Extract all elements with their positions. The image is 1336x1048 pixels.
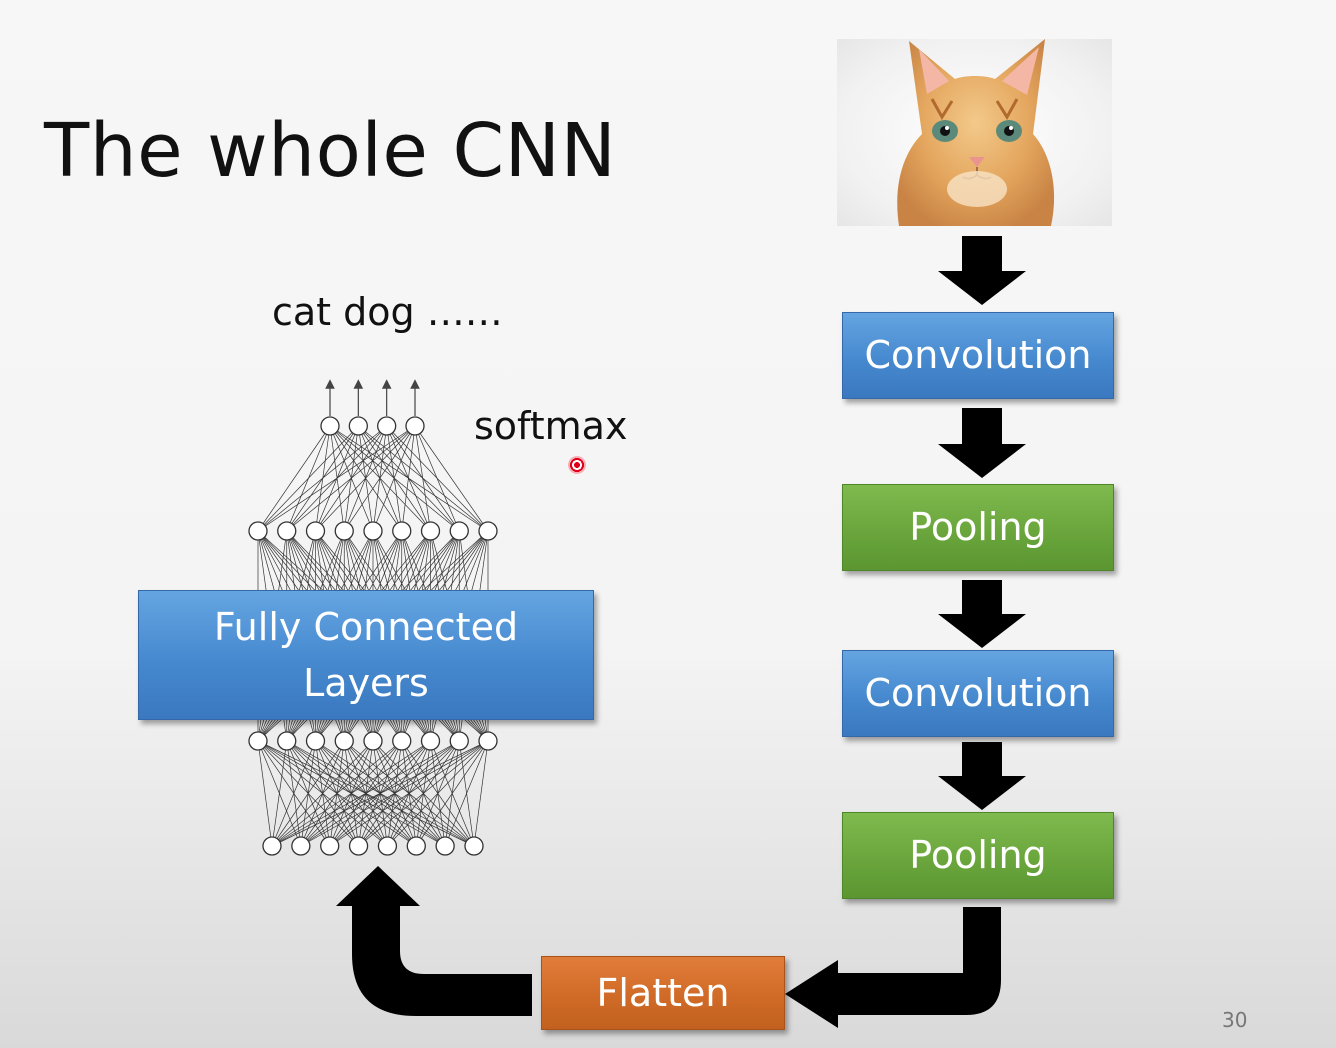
neuron-node	[377, 836, 398, 856]
down-arrow	[938, 580, 1026, 648]
neuron-node	[334, 521, 354, 541]
down-arrow	[938, 742, 1026, 810]
connection-edge	[257, 740, 273, 847]
neuron-node	[392, 731, 412, 751]
fc-label-line2: Layers	[303, 661, 429, 705]
connection-edge	[343, 425, 416, 532]
connection-edge	[271, 740, 316, 847]
neuron-node	[449, 731, 469, 751]
neuron-node	[320, 416, 340, 436]
connection-edge	[444, 740, 489, 847]
connection-edge	[257, 425, 387, 532]
neuron-node	[392, 521, 412, 541]
laser-pointer-dot	[568, 456, 586, 474]
connection-edge	[271, 740, 288, 847]
connection-edge	[271, 740, 374, 847]
slide-number: 30	[1222, 1008, 1248, 1032]
flatten-box: Flatten	[541, 956, 785, 1030]
connection-edge	[257, 425, 416, 532]
fully-connected-layers-box: Fully Connected Layers	[138, 590, 594, 720]
neuron-node	[478, 521, 498, 541]
neuron-node	[348, 836, 369, 856]
neuron-node	[305, 521, 326, 541]
neuron-node	[420, 731, 441, 751]
neuron-node	[435, 836, 455, 856]
neuron-node	[406, 836, 426, 856]
neuron-node	[464, 836, 484, 856]
neuron-node	[248, 731, 268, 751]
neuron-node	[334, 731, 354, 751]
down-arrow	[938, 408, 1026, 478]
connection-edge	[271, 740, 460, 847]
neuron-node	[420, 521, 441, 541]
neuron-node	[405, 416, 425, 436]
neuron-node	[248, 521, 268, 541]
flatten-to-network-arrow	[336, 866, 532, 1016]
pooling-box-1: Pooling	[842, 484, 1114, 571]
neuron-node	[363, 731, 383, 751]
connection-edge	[271, 740, 402, 847]
neuron-node	[262, 836, 282, 856]
softmax-label: softmax	[474, 404, 628, 448]
connection-edge	[473, 740, 489, 847]
connection-edge	[300, 740, 489, 847]
output-classes-label: cat dog ……	[272, 290, 503, 334]
neuron-node	[305, 731, 326, 751]
neuron-node	[363, 521, 383, 541]
pooling-box-2: Pooling	[842, 812, 1114, 899]
connection-edge	[414, 425, 489, 532]
convolution-box-1: Convolution	[842, 312, 1114, 399]
connection-edge	[387, 740, 489, 847]
pooling-to-flatten-arrow	[785, 907, 1001, 1028]
connection-edge	[329, 740, 489, 847]
connection-edge	[271, 740, 345, 847]
connection-edge	[414, 425, 460, 532]
neuron-node	[277, 521, 297, 541]
neuron-node	[320, 836, 340, 856]
connection-edge	[286, 425, 416, 532]
cat-photo	[837, 39, 1112, 226]
connection-edge	[401, 425, 416, 532]
fc-label-line1: Fully Connected	[213, 604, 519, 649]
connection-edge	[257, 425, 359, 532]
connection-edge	[372, 425, 416, 532]
connection-edge	[315, 425, 416, 532]
neuron-node	[377, 416, 397, 436]
down-arrow	[938, 236, 1026, 305]
neuron-node	[478, 731, 498, 751]
connection-edge	[358, 740, 489, 847]
connection-edge	[415, 740, 489, 847]
connection-edge	[271, 740, 431, 847]
neuron-node	[449, 521, 469, 541]
neuron-node	[277, 731, 297, 751]
slide-title: The whole CNN	[44, 108, 617, 194]
connection-edge	[257, 425, 331, 532]
neuron-node	[348, 416, 368, 436]
connection-edge	[271, 740, 489, 847]
neuron-node	[291, 836, 311, 856]
connection-edge	[414, 425, 431, 532]
convolution-box-2: Convolution	[842, 650, 1114, 737]
